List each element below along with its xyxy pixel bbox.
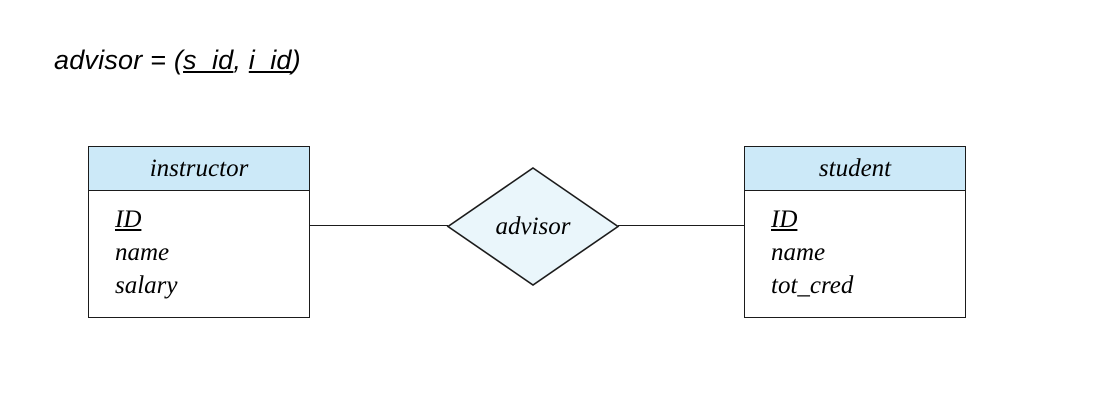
relation-schema-formula: advisor = (s_id, i_id) [54, 45, 301, 76]
attribute-student-tot-cred: tot_cred [771, 272, 854, 299]
diamond-shape [446, 167, 620, 286]
entity-instructor-title: instructor [89, 147, 309, 191]
formula-spacer-1 [142, 45, 150, 75]
attribute-instructor-name: name [115, 239, 170, 266]
formula-open-paren: ( [173, 45, 184, 75]
relationship-advisor[interactable]: advisor [446, 167, 620, 286]
formula-attribute-s-id: s_id [183, 45, 234, 75]
attribute-instructor-id: ID [115, 206, 142, 233]
formula-attribute-i-id: i_id [248, 45, 292, 75]
formula-close-paren: ) [291, 45, 301, 75]
entity-instructor[interactable]: instructor ID name salary [88, 146, 310, 318]
formula-equals: = [150, 45, 167, 75]
formula-spacer-2 [166, 45, 174, 75]
attribute-instructor-salary: salary [115, 272, 178, 299]
attribute-student-id: ID [771, 206, 798, 233]
connector-instructor-advisor [309, 225, 448, 226]
connector-advisor-student [618, 225, 745, 226]
entity-student-title: student [745, 147, 965, 191]
entity-student-attributes: ID name tot_cred [745, 191, 965, 312]
attribute-student-name: name [771, 239, 826, 266]
formula-separator: , [233, 45, 249, 75]
entity-student[interactable]: student ID name tot_cred [744, 146, 966, 318]
entity-instructor-attributes: ID name salary [89, 191, 309, 312]
formula-relation-name: advisor [54, 45, 143, 75]
